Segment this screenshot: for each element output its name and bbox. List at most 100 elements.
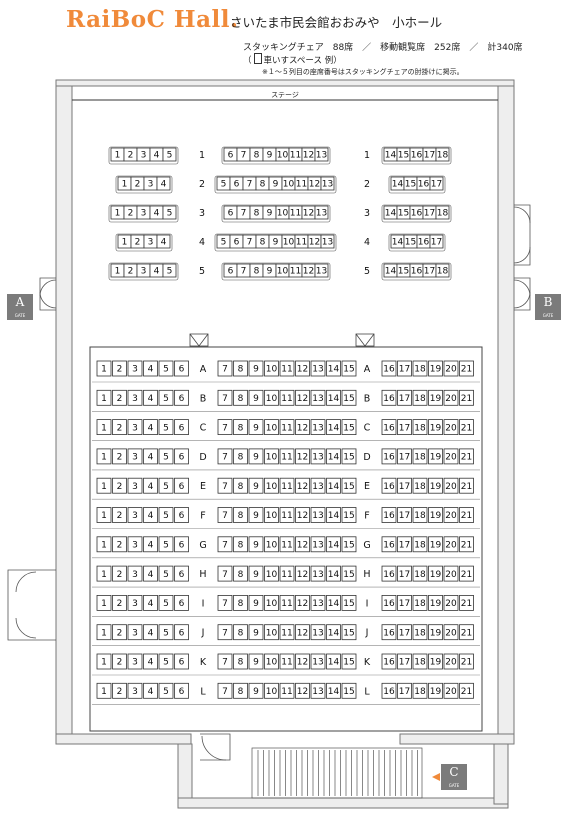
seat-number: 1 — [101, 658, 107, 668]
chair-group-outline — [108, 204, 179, 223]
seat-box — [174, 360, 189, 377]
seat: 13 — [310, 477, 326, 494]
seat: 2 — [112, 595, 127, 611]
seat-box — [381, 624, 397, 641]
seat-box — [459, 389, 474, 406]
seat-number: 14 — [385, 267, 397, 277]
seat: 9 — [248, 448, 264, 465]
seat: 6 — [223, 147, 238, 162]
seat-number: 12 — [309, 238, 320, 248]
seat: 21 — [459, 624, 474, 641]
seat: 21 — [459, 448, 474, 465]
seat-box — [127, 419, 143, 436]
seat-box — [233, 477, 248, 494]
seat-number: 21 — [461, 658, 472, 668]
seat: 5 — [162, 147, 177, 162]
seat-number: 20 — [445, 365, 457, 375]
seat-number: 18 — [414, 628, 426, 638]
seat-number: 10 — [266, 365, 278, 375]
seat: 1 — [96, 536, 112, 553]
seat-number: 10 — [266, 658, 278, 668]
seat-box — [412, 536, 428, 553]
seat: 10 — [264, 360, 279, 377]
seat: 1 — [96, 419, 112, 436]
seat-box — [127, 507, 143, 523]
seat: 6 — [223, 263, 238, 278]
seat-number: 17 — [399, 423, 410, 433]
seat: 7 — [242, 234, 257, 249]
seat: 10 — [264, 419, 279, 436]
seat: 15 — [341, 653, 357, 670]
chair-group-outline — [221, 262, 331, 281]
seat-number: 9 — [267, 151, 273, 161]
seat-box — [381, 565, 397, 582]
seat-number: 3 — [132, 599, 138, 609]
seat-box — [326, 682, 341, 699]
seat-number: 17 — [399, 482, 410, 492]
seat-box — [96, 507, 112, 523]
gate-b-letter: B — [543, 295, 553, 309]
door-b-swing-bottom — [513, 291, 531, 309]
seat-number: 11 — [296, 180, 307, 190]
wheelchair-legend-open: （ — [243, 56, 252, 66]
seat: 14 — [326, 565, 341, 582]
seat: 7 — [217, 389, 233, 406]
aisle-marker-box — [189, 333, 209, 347]
seat-box — [341, 419, 357, 436]
seat: 16 — [381, 360, 397, 377]
seat-number: 19 — [430, 453, 442, 463]
seat-box — [279, 477, 295, 494]
row-label: E — [200, 481, 206, 492]
seat: 2 — [112, 389, 127, 406]
seat-number: 15 — [398, 209, 409, 219]
chair-group-outline — [381, 146, 452, 165]
seat: 9 — [248, 624, 264, 641]
seat-box — [156, 176, 171, 191]
seat: 17 — [429, 176, 444, 191]
seat: 11 — [279, 419, 295, 436]
seat-number: 4 — [161, 238, 167, 248]
seat-number: 10 — [283, 238, 295, 248]
seat: 18 — [412, 624, 428, 641]
seat: 11 — [279, 477, 295, 494]
seat-box — [295, 595, 310, 611]
bottom-wall-right — [399, 733, 515, 745]
seat-number: 13 — [312, 599, 323, 609]
chair-group-outline — [115, 175, 173, 194]
seat: 1 — [110, 147, 125, 162]
rear-door — [200, 733, 231, 761]
seat-number: 20 — [445, 511, 457, 521]
seat-number: 6 — [228, 151, 234, 161]
seat: 10 — [264, 477, 279, 494]
seat-box — [397, 565, 412, 582]
seat-box — [381, 536, 397, 553]
seat-number: 14 — [328, 541, 340, 551]
row-label: C — [364, 423, 371, 434]
seat-number: 13 — [312, 628, 323, 638]
seat: 13 — [310, 595, 326, 611]
seat: 17 — [397, 507, 412, 523]
seat-number: 16 — [383, 511, 395, 521]
seat-number: 17 — [399, 599, 410, 609]
seat: 17 — [429, 234, 444, 249]
seat: 14 — [326, 507, 341, 523]
row-label: A — [364, 364, 371, 375]
seat: 17 — [397, 595, 412, 611]
seat-number: 15 — [343, 658, 354, 668]
seat-box — [459, 595, 474, 611]
seat-number: 21 — [461, 482, 472, 492]
seat-number: 13 — [316, 209, 327, 219]
seat-number: 12 — [297, 482, 308, 492]
seat: 17 — [397, 477, 412, 494]
seat: 19 — [428, 419, 443, 436]
row-label: J — [201, 628, 205, 639]
row-label: 1 — [199, 150, 205, 161]
seat-number: 4 — [148, 394, 154, 404]
seat-number: 21 — [461, 511, 472, 521]
seat-number: 17 — [399, 687, 410, 697]
seat: 12 — [301, 147, 316, 162]
seat-number: 13 — [312, 394, 323, 404]
left-outer-wall — [55, 79, 73, 741]
